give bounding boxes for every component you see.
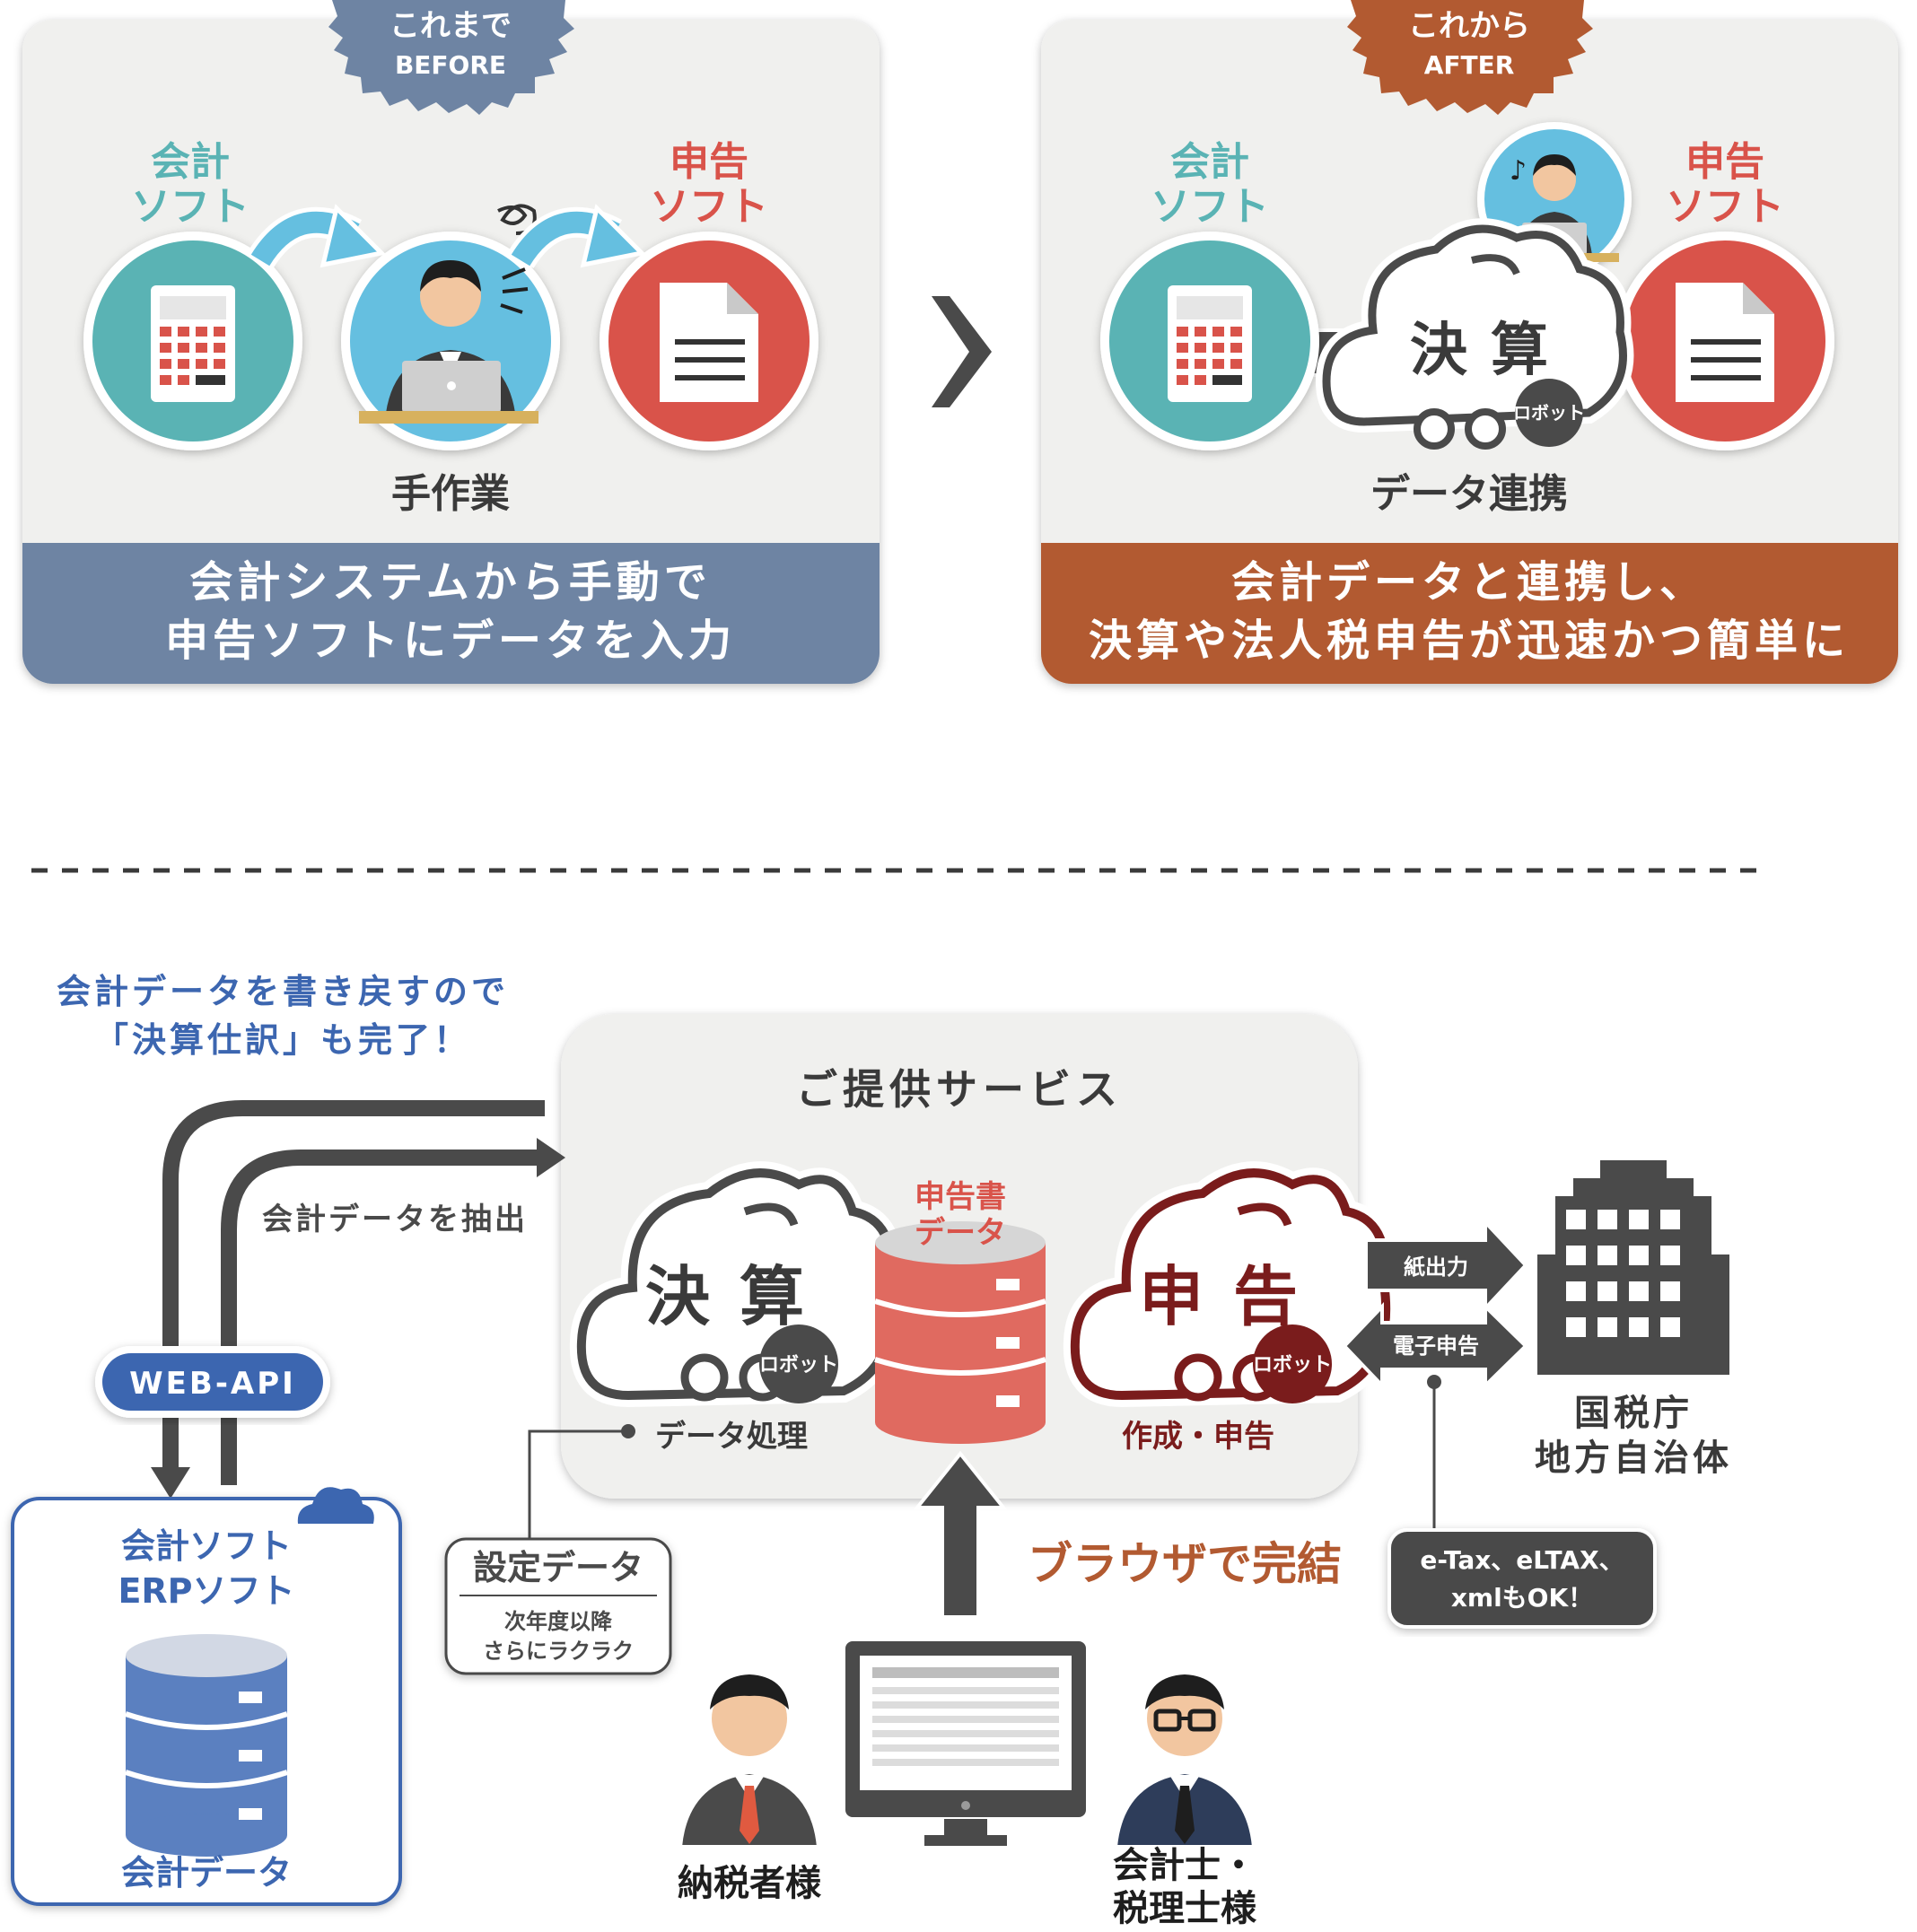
next-arrow-icon bbox=[932, 296, 992, 407]
service-title: ご提供サービス bbox=[796, 1065, 1123, 1114]
kessan-robot-cloud-large bbox=[569, 1161, 905, 1408]
data-processing-label: データ処理 bbox=[655, 1419, 808, 1455]
after-file-label-2: ソフト bbox=[1666, 184, 1784, 230]
writeback-line1: 会計データを書き戻すので bbox=[57, 972, 509, 1011]
before-badge-line2: BEFORE bbox=[395, 50, 506, 80]
kessan-word1: 決 bbox=[1410, 318, 1467, 384]
before-banner-line1: 会計システムから手動で bbox=[189, 557, 712, 608]
after-badge-line2: AFTER bbox=[1424, 50, 1515, 80]
manual-work-label: 手作業 bbox=[391, 471, 510, 517]
after-acct-label-1: 会計 bbox=[1170, 139, 1249, 185]
browser-label: ブラウザで完結 bbox=[1028, 1538, 1342, 1590]
before-banner bbox=[22, 543, 880, 684]
settings-connector bbox=[528, 1429, 628, 1539]
e-filing-arrow bbox=[1342, 1302, 1528, 1390]
flow-kessan-robot-tag: ロボット bbox=[759, 1354, 838, 1377]
return-data-line2: データ bbox=[915, 1215, 1006, 1251]
flow-kessan-word1: 決 bbox=[645, 1259, 710, 1334]
authority-line1: 国税庁 bbox=[1574, 1393, 1693, 1434]
after-banner-line1: 会計データと連携し、 bbox=[1231, 557, 1707, 608]
flow-shinkoku-robot-tag: ロボット bbox=[1253, 1354, 1332, 1377]
settings-line2: さらにラクラク bbox=[483, 1639, 634, 1664]
before-acct-label-1: 会計 bbox=[151, 139, 230, 185]
cloud-icon bbox=[297, 1487, 374, 1524]
after-banner bbox=[1041, 543, 1898, 684]
taxpayer-avatar bbox=[678, 1674, 821, 1849]
before-arrow-1 bbox=[247, 204, 387, 269]
webapi-pill bbox=[102, 1353, 323, 1411]
erp-data-label: 会計データ bbox=[121, 1853, 292, 1893]
return-database-icon bbox=[874, 1221, 1046, 1444]
accountant-line1: 会計士・ bbox=[1113, 1845, 1256, 1886]
monitor-icon bbox=[842, 1638, 1090, 1846]
extract-label: 会計データを抽出 bbox=[262, 1202, 528, 1237]
worker-icon bbox=[341, 204, 560, 450]
create-file-label: 作成・申告 bbox=[1122, 1419, 1274, 1455]
erp-line1: 会計ソフト bbox=[121, 1526, 292, 1566]
erp-line2: ERPソフト bbox=[118, 1571, 294, 1611]
after-panel: これから AFTER 会計 ソフト 申告 ソフト bbox=[1041, 0, 1898, 684]
after-badge-line1: これから bbox=[1408, 8, 1530, 44]
etax-card bbox=[1387, 1528, 1657, 1629]
accountant-line2: 税理士様 bbox=[1113, 1888, 1257, 1929]
building-icon bbox=[1532, 1155, 1735, 1380]
calculator-icon bbox=[1100, 232, 1319, 450]
calculator-icon bbox=[83, 232, 302, 450]
etax-line1: e-Tax、eLTAX、 bbox=[1420, 1545, 1624, 1575]
etax-line2: xmlもOK！ bbox=[1451, 1583, 1593, 1613]
before-panel: これまで BEFORE 会計 ソフト 申告 ソフト bbox=[22, 0, 880, 684]
robot-tag: ロボット bbox=[1513, 402, 1585, 424]
accountant-avatar bbox=[1113, 1674, 1256, 1849]
before-banner-line2: 申告ソフトにデータを入力 bbox=[165, 616, 736, 666]
after-acct-label-2: ソフト bbox=[1151, 184, 1269, 230]
paper-output-arrow bbox=[1364, 1217, 1528, 1314]
before-badge-line1: これまで bbox=[390, 8, 512, 44]
e-filing-label: 電子申告 bbox=[1393, 1333, 1479, 1359]
settings-card bbox=[444, 1537, 672, 1675]
flow-kessan-word2: 算 bbox=[740, 1259, 804, 1334]
kessan-word2: 算 bbox=[1491, 318, 1548, 384]
before-acct-label-2: ソフト bbox=[131, 184, 249, 230]
before-file-label-1: 申告 bbox=[670, 139, 748, 185]
return-data-line1: 申告書 bbox=[915, 1179, 1006, 1215]
database-icon bbox=[125, 1634, 288, 1857]
before-arrow-2 bbox=[507, 204, 647, 269]
writeback-arrow bbox=[151, 1100, 545, 1499]
webapi-label: WEB-API bbox=[129, 1366, 296, 1402]
flow-shinkoku-word2: 告 bbox=[1233, 1259, 1298, 1334]
before-badge bbox=[328, 0, 574, 115]
kessan-robot-cloud bbox=[1315, 218, 1634, 450]
after-banner-line2: 決算や法人税申告が迅速かつ簡単に bbox=[1089, 616, 1850, 666]
before-file-label-2: ソフト bbox=[650, 184, 768, 230]
paper-output-label: 紙出力 bbox=[1404, 1254, 1468, 1280]
shinkoku-robot-cloud bbox=[1063, 1161, 1398, 1408]
extract-arrow bbox=[221, 1138, 565, 1485]
svg-text:♪: ♪ bbox=[1510, 155, 1527, 187]
authority-line2: 地方自治体 bbox=[1535, 1438, 1732, 1479]
settings-title: 設定データ bbox=[473, 1548, 643, 1587]
data-link-label: データ連携 bbox=[1370, 471, 1568, 517]
after-file-label-1: 申告 bbox=[1685, 139, 1764, 185]
document-icon bbox=[600, 232, 818, 450]
document-icon bbox=[1615, 232, 1834, 450]
settings-line1: 次年度以降 bbox=[504, 1609, 613, 1634]
flow-shinkoku-word1: 申 bbox=[1139, 1259, 1204, 1334]
taxpayer-label: 納税者様 bbox=[678, 1863, 822, 1904]
up-arrow-icon bbox=[913, 1450, 1008, 1619]
after-badge bbox=[1347, 0, 1593, 115]
writeback-line2: 「決算仕訳」も完了！ bbox=[94, 1020, 471, 1060]
